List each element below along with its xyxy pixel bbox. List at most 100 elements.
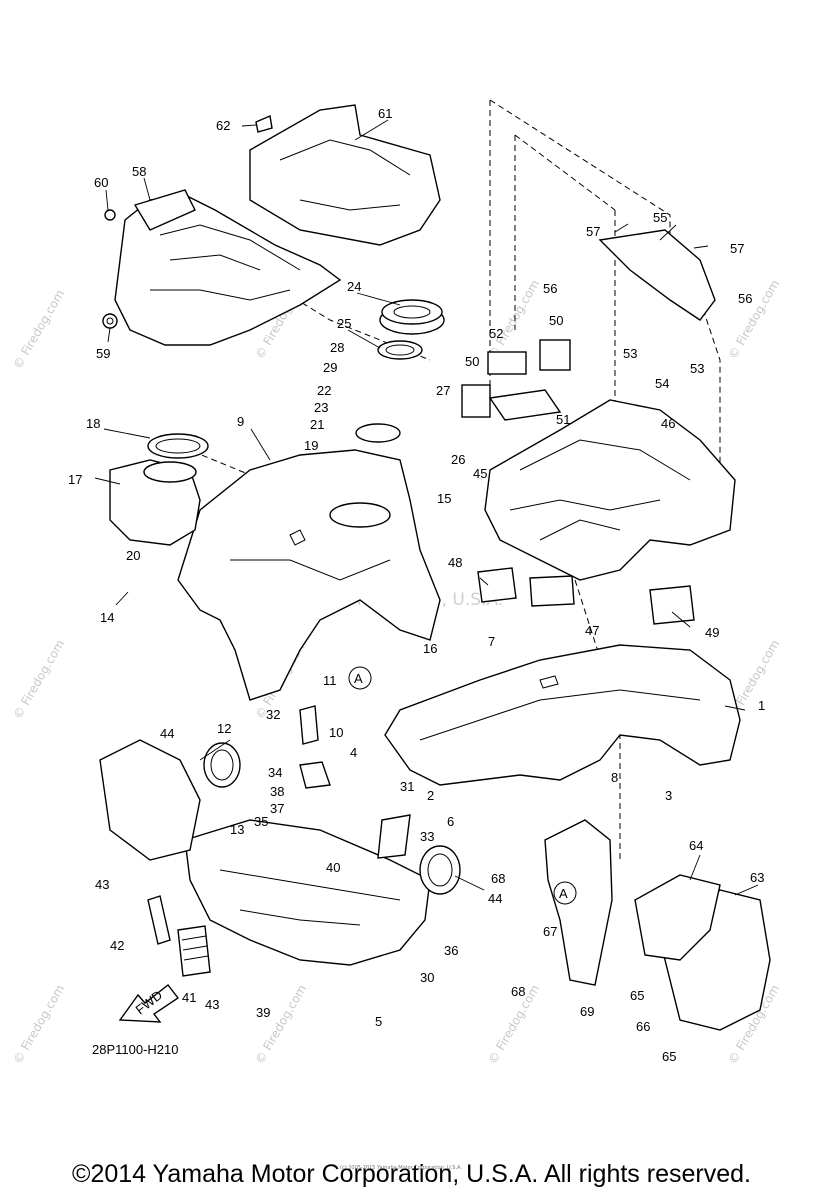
part-number-labels: 1 2 3 4 5 6 7 8 9 10 11 12 13 14 15 16 1… [68,106,765,1064]
part-number: 57 [730,241,744,256]
tiny-note: (c) 2005-2015 Yamaha Motor Corporation, … [340,1165,462,1171]
part-number: 18 [86,416,100,431]
leader-lines [94,119,759,896]
part-number: 44 [160,726,174,741]
part-number: 61 [378,106,392,121]
part-21-ring [355,423,401,443]
part-50-pad [461,339,571,418]
callout-a-left: A [348,666,372,690]
part-number: 53 [690,361,704,376]
part-number: 10 [329,725,343,740]
callout-a-right: A [553,881,577,905]
part-number: 68 [511,984,525,999]
part-number: 6 [447,814,454,829]
part-number: 13 [230,822,244,837]
watermark-text: © Firedog.com [725,277,782,361]
watermark-text: © Firedog.com [10,287,67,371]
part-25-ring [377,340,423,360]
part-number: 65 [662,1049,676,1064]
part-31-plate [377,814,411,859]
part-number: 43 [205,997,219,1012]
watermark-text: © Firedog.com [10,637,67,721]
part-30-lower-guard [184,819,431,966]
part-number: 4 [350,745,357,760]
part-number: 43 [95,877,109,892]
part-number: 26 [451,452,465,467]
part-number: 47 [585,623,599,638]
part-number: 20 [126,548,140,563]
part-number: 50 [549,313,563,328]
part-number: 40 [326,860,340,875]
part-number: 31 [400,779,414,794]
copyright-footer: ©2014 Yamaha Motor Corporation, U.S.A. A… [72,1160,751,1188]
part-number: 23 [314,400,328,415]
part-61-front-panel [249,104,441,246]
part-number: 3 [665,788,672,803]
callout-a-label: A [354,671,363,686]
watermark-text: © Firedog.com [10,982,67,1066]
part-67-mudflap [544,819,613,986]
part-number: 11 [323,673,337,688]
part-62-clip [255,115,273,133]
part-44-right-duct [419,845,461,895]
part-number: 33 [420,829,434,844]
part-58-front-cowl [114,189,342,346]
part-number: 28 [330,340,344,355]
callout-a-label: A [559,886,568,901]
part-9-front-fender [177,449,441,701]
part-number: 59 [96,346,110,361]
part-number: 48 [448,555,462,570]
part-number: 65 [630,988,644,1003]
part-48-cover [477,567,517,603]
part-number: 69 [580,1004,594,1019]
watermark-text: © Firedog.com [252,982,309,1066]
part-number: 64 [689,838,703,853]
part-number: 14 [100,610,114,625]
part-52-pad [487,351,527,375]
part-1-rear-fender [384,644,741,786]
part-number: 24 [347,279,361,294]
part-number: 52 [489,326,503,341]
part-number: 55 [653,210,667,225]
part-number: 36 [444,943,458,958]
part-number: 12 [217,721,231,736]
part-number: 46 [661,416,675,431]
part-number: 39 [256,1005,270,1020]
part-number: 15 [437,491,451,506]
part-51-plate [488,389,562,421]
part-42-plate [147,895,171,945]
part-45-rear-carrier [484,399,736,581]
part-17-tank [109,459,201,546]
part-number: 44 [488,891,502,906]
part-number: 56 [738,291,752,306]
part-number: 54 [655,376,669,391]
part-number: 29 [323,360,337,375]
part-number: 49 [705,625,719,640]
drawing-code: 28P1100-H210 [92,1042,179,1057]
part-number: 41 [182,990,196,1005]
part-64-guard [634,874,721,961]
part-number: 17 [68,472,82,487]
part-60-bolt [104,209,116,221]
part-number: 57 [586,224,600,239]
part-number: 50 [465,354,479,369]
part-number: 60 [94,175,108,190]
fwd-arrow: FWD [118,984,180,1023]
part-41-grill [177,925,211,977]
part-number: 1 [758,698,765,713]
part-32-plate [299,705,319,745]
part-number: 32 [266,707,280,722]
part-number: 38 [270,784,284,799]
part-number: 67 [543,924,557,939]
part-24-cap [379,299,445,335]
part-number: 62 [216,118,230,133]
part-number: 7 [488,634,495,649]
part-number: 66 [636,1019,650,1034]
part-number: 58 [132,164,146,179]
part-number: 27 [436,383,450,398]
part-number: 34 [268,765,282,780]
part-number: 30 [420,970,434,985]
watermark-text: © Firedog.com [485,277,542,361]
part-number: 51 [556,412,570,427]
